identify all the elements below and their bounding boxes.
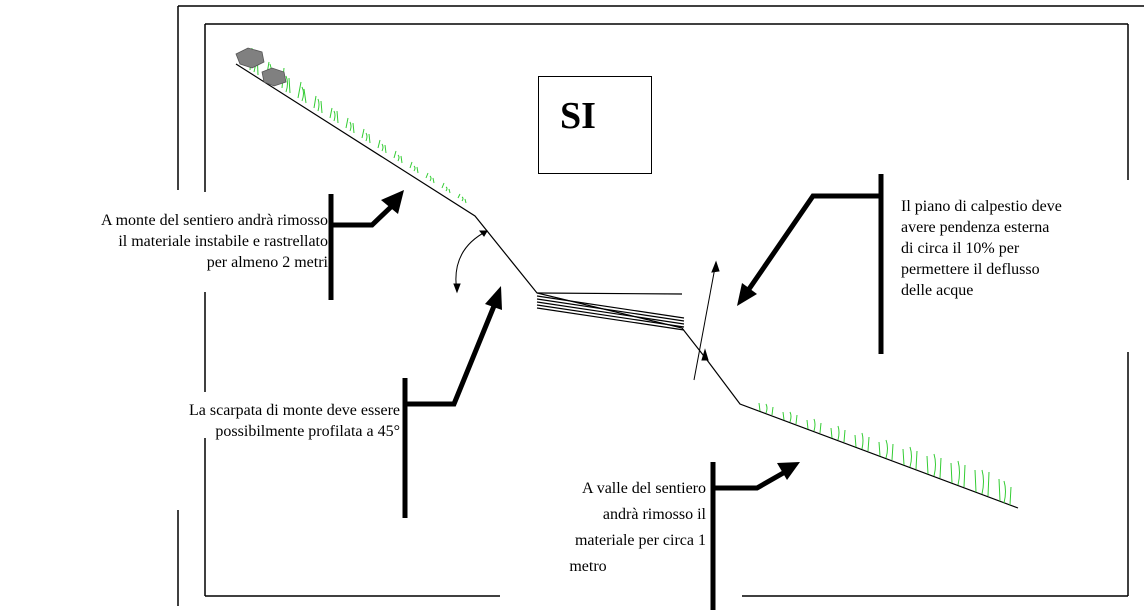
slope-indicator-head-top [711, 260, 720, 273]
callouts [328, 174, 884, 610]
annotation-tread-line-1: Il piano di calpestio deve [901, 198, 1062, 215]
rocks [235, 47, 287, 87]
annotation-tread-line-3: di circa il 10% per [901, 240, 1020, 257]
horizontal-reference-line [536, 292, 683, 295]
annotation-scarp-line-2: possibilmente profilata a 45° [215, 423, 400, 440]
ground-line [235, 63, 1019, 509]
callout-scarp-leader [405, 305, 497, 407]
angle-arc-head-top [478, 230, 488, 237]
annotation-downslope-line-1: A valle del sentiero [582, 480, 706, 497]
callout-tread-leader [744, 193, 881, 294]
slope-indicator-head-mid [701, 348, 709, 361]
arrowhead-upslope [381, 190, 404, 214]
arrowhead-tread [737, 283, 757, 306]
rock-lower [261, 67, 287, 87]
annotation-scarp-line-1: La scarpata di monte deve essere [188, 402, 400, 419]
terrain-profile [235, 63, 1019, 509]
callout-arrowheads [381, 190, 800, 480]
slope-indicator-line [693, 261, 717, 381]
annotation-upslope-line-1: A monte del sentiero andrà rimosso [100, 212, 328, 229]
slope-indicator [693, 260, 720, 381]
arrowhead-downslope [777, 462, 800, 480]
annotation-tread-line-4: permettere il deflusso [901, 261, 1040, 278]
annotation-downslope-line-2: andrà rimosso il [602, 506, 706, 523]
angle-arc-head-bottom [453, 283, 461, 294]
angle-arc-path [455, 230, 488, 293]
angle-arc [453, 230, 488, 294]
rock-upper [235, 47, 265, 69]
callout-downslope-leader [713, 469, 787, 491]
frame [177, 5, 1144, 606]
annotation-upslope-line-3: per almeno 2 metri [206, 254, 328, 271]
callout-upslope-leader [331, 203, 395, 228]
annotation-downslope-line-4: metro [569, 558, 607, 575]
si-badge-label: SI [560, 95, 596, 137]
annotation-tread-line-2: avere pendenza esterna [901, 219, 1050, 236]
annotation-tread-line-5: delle acque [901, 282, 974, 299]
annotation-upslope-line-2: il materiale instabile e rastrellato [118, 233, 328, 250]
si-badge-box [538, 76, 652, 174]
tread-hatching [536, 295, 685, 331]
arrowhead-scarp [485, 286, 502, 310]
annotation-downslope-line-3: materiale per circa 1 [574, 532, 706, 549]
grass-lower [758, 402, 1012, 506]
